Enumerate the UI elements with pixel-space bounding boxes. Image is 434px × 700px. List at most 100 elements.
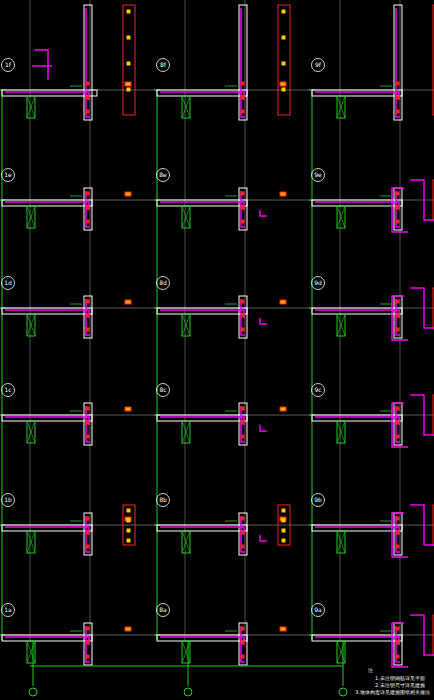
level-mark: [225, 196, 237, 197]
wall-outline: [239, 513, 247, 555]
wall-outline: [394, 5, 402, 120]
axis-line: [343, 640, 344, 686]
rebar-dot: [86, 314, 89, 317]
column-cross: [27, 421, 35, 443]
column-outline: [182, 421, 190, 443]
detail-bar: [410, 395, 434, 435]
wall-outline: [239, 403, 247, 445]
section-dot: [282, 519, 285, 522]
slab-outline: [2, 90, 97, 96]
rebar-dot: [86, 655, 89, 658]
section-dot: [127, 519, 130, 522]
hook-bar: [260, 318, 267, 324]
section-outline: [433, 5, 434, 115]
column-outline: [182, 314, 190, 336]
section-bar: [280, 407, 286, 411]
detail-bar: [410, 288, 434, 328]
rebar-dot: [396, 82, 399, 85]
rebar-dot: [396, 531, 399, 534]
slab-rebar: [160, 92, 244, 100]
slab-outline: [157, 90, 247, 96]
column-cross: [27, 531, 35, 553]
slab-outline: [2, 415, 92, 421]
axis-bubble: [2, 384, 15, 397]
section-dot: [127, 10, 130, 13]
rebar-dot: [241, 206, 244, 209]
wall-outline: [84, 296, 92, 338]
section-dot: [127, 509, 130, 512]
section-dot: [282, 10, 285, 13]
note-text: 3.墙体构造详见建施图纸相关做法: [355, 690, 430, 695]
section-outline: [278, 505, 290, 545]
level-mark: [70, 411, 82, 412]
rebar-dot: [396, 435, 399, 438]
wall-outline: [84, 5, 92, 120]
axis-bubble: [2, 59, 15, 72]
axis-label: 8f: [157, 62, 169, 68]
wall-rebar: [86, 516, 90, 552]
rebar-dot: [396, 314, 399, 317]
rebar-dot: [241, 435, 244, 438]
note-text: 2.未注明尺寸详见建施: [375, 683, 425, 688]
rebar-dot: [241, 627, 244, 630]
column-outline: [27, 421, 35, 443]
rebar-dot: [396, 641, 399, 644]
slab-rebar: [5, 637, 89, 645]
level-mark: [70, 521, 82, 522]
column-cross: [337, 96, 345, 118]
stirrup: [392, 188, 408, 232]
hook-bar: [260, 535, 267, 541]
rebar-dot: [396, 655, 399, 658]
wall-outline: [239, 188, 247, 230]
rebar-dot: [86, 407, 89, 410]
wall-rebar: [396, 406, 400, 442]
wall-rebar: [396, 626, 400, 662]
wall-rebar: [241, 299, 245, 335]
level-mark: [225, 304, 237, 305]
rebar-dot: [86, 110, 89, 113]
section-outline: [433, 288, 434, 328]
section-dot: [282, 36, 285, 39]
slab-rebar: [160, 202, 244, 210]
axis-label: 8b: [157, 497, 169, 503]
slab-outline: [2, 635, 92, 641]
column-cross: [182, 531, 190, 553]
section-outline: [123, 505, 135, 545]
rebar-dot: [396, 220, 399, 223]
column-cross: [182, 421, 190, 443]
column-outline: [182, 531, 190, 553]
wall-outline: [84, 188, 92, 230]
slab-rebar: [315, 310, 399, 318]
column-cross: [182, 641, 190, 663]
wall-rebar: [396, 516, 400, 552]
rebar-dot: [86, 96, 89, 99]
axis-bubble: [312, 59, 325, 72]
axis-label: 1f: [2, 62, 14, 68]
level-mark: [380, 521, 392, 522]
wall-rebar: [241, 516, 245, 552]
axis-label: 8a: [157, 607, 169, 613]
rebar-dot: [86, 192, 89, 195]
column-cross: [337, 531, 345, 553]
wall-outline: [239, 5, 247, 120]
axis-label: 9e: [312, 172, 324, 178]
slab-rebar: [160, 310, 244, 318]
slab-outline: [312, 635, 402, 641]
wall-rebar: [396, 191, 400, 227]
axis-bubble: [2, 277, 15, 290]
section-outline: [433, 505, 434, 545]
section-outline: [278, 5, 290, 115]
wall-outline: [84, 403, 92, 445]
column-cross: [182, 314, 190, 336]
axis-bubble: [157, 494, 170, 507]
axis-bubble: [2, 494, 15, 507]
axis-bubble: [312, 277, 325, 290]
section-outline: [433, 180, 434, 220]
axis-label: 9d: [312, 280, 324, 286]
axis-circle: [339, 688, 347, 696]
rebar-dot: [86, 300, 89, 303]
wall-rebar: [86, 299, 90, 335]
column-outline: [27, 641, 35, 663]
detail-bar: [410, 180, 434, 220]
column-cross: [27, 314, 35, 336]
